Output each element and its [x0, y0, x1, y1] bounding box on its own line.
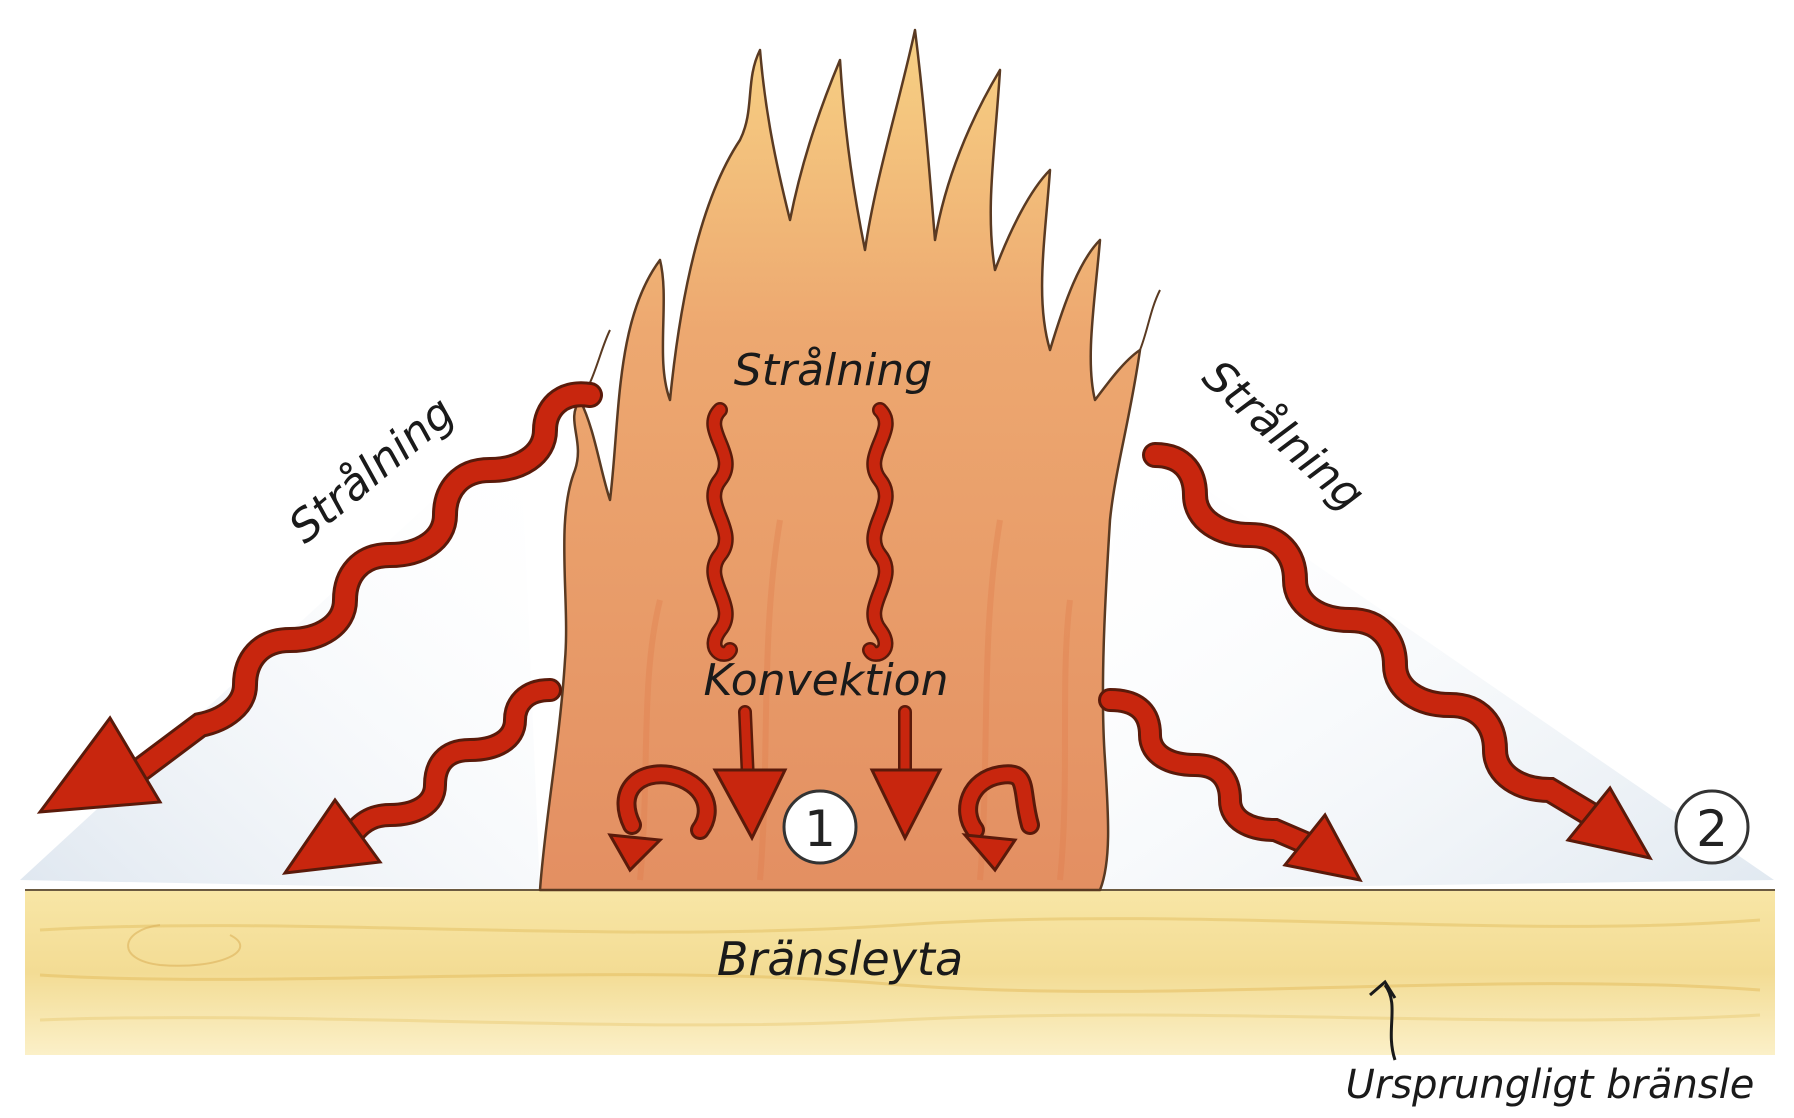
label-radiation-center: Strålning	[734, 345, 932, 396]
label-fuel-surface: Bränsleyta	[717, 932, 963, 986]
label-convection: Konvektion	[704, 655, 949, 706]
marker-2: 2	[1676, 791, 1748, 863]
label-radiation-right: Strålning	[1193, 350, 1375, 521]
flame	[540, 30, 1160, 890]
marker-1: 1	[784, 791, 856, 863]
label-original-fuel: Ursprungligt bränsle	[1346, 1062, 1755, 1108]
svg-text:2: 2	[1696, 800, 1728, 858]
svg-text:1: 1	[804, 800, 836, 858]
